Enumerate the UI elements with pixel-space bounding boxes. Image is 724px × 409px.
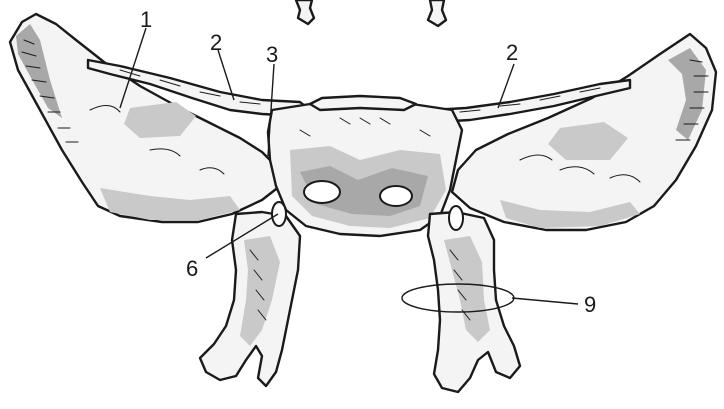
left-greater-wing [10, 14, 280, 222]
right-greater-wing [452, 34, 716, 230]
left-foramen [272, 202, 286, 226]
label-3: 3 [266, 42, 278, 67]
right-foramen [449, 206, 463, 230]
label-2-right: 2 [506, 40, 518, 65]
label-9: 9 [584, 292, 596, 317]
left-pterygoid-process [200, 202, 300, 386]
left-top-fragment [296, 0, 314, 24]
right-top-fragment [428, 0, 446, 26]
label-6: 6 [186, 256, 198, 281]
leader-9 [512, 298, 578, 304]
right-pterygoid-process [428, 206, 520, 392]
top-fragments [296, 0, 446, 26]
left-sinus-opening [304, 181, 340, 203]
label-1: 1 [140, 7, 152, 32]
label-2-left: 2 [210, 30, 222, 55]
right-sinus-opening [380, 186, 412, 206]
